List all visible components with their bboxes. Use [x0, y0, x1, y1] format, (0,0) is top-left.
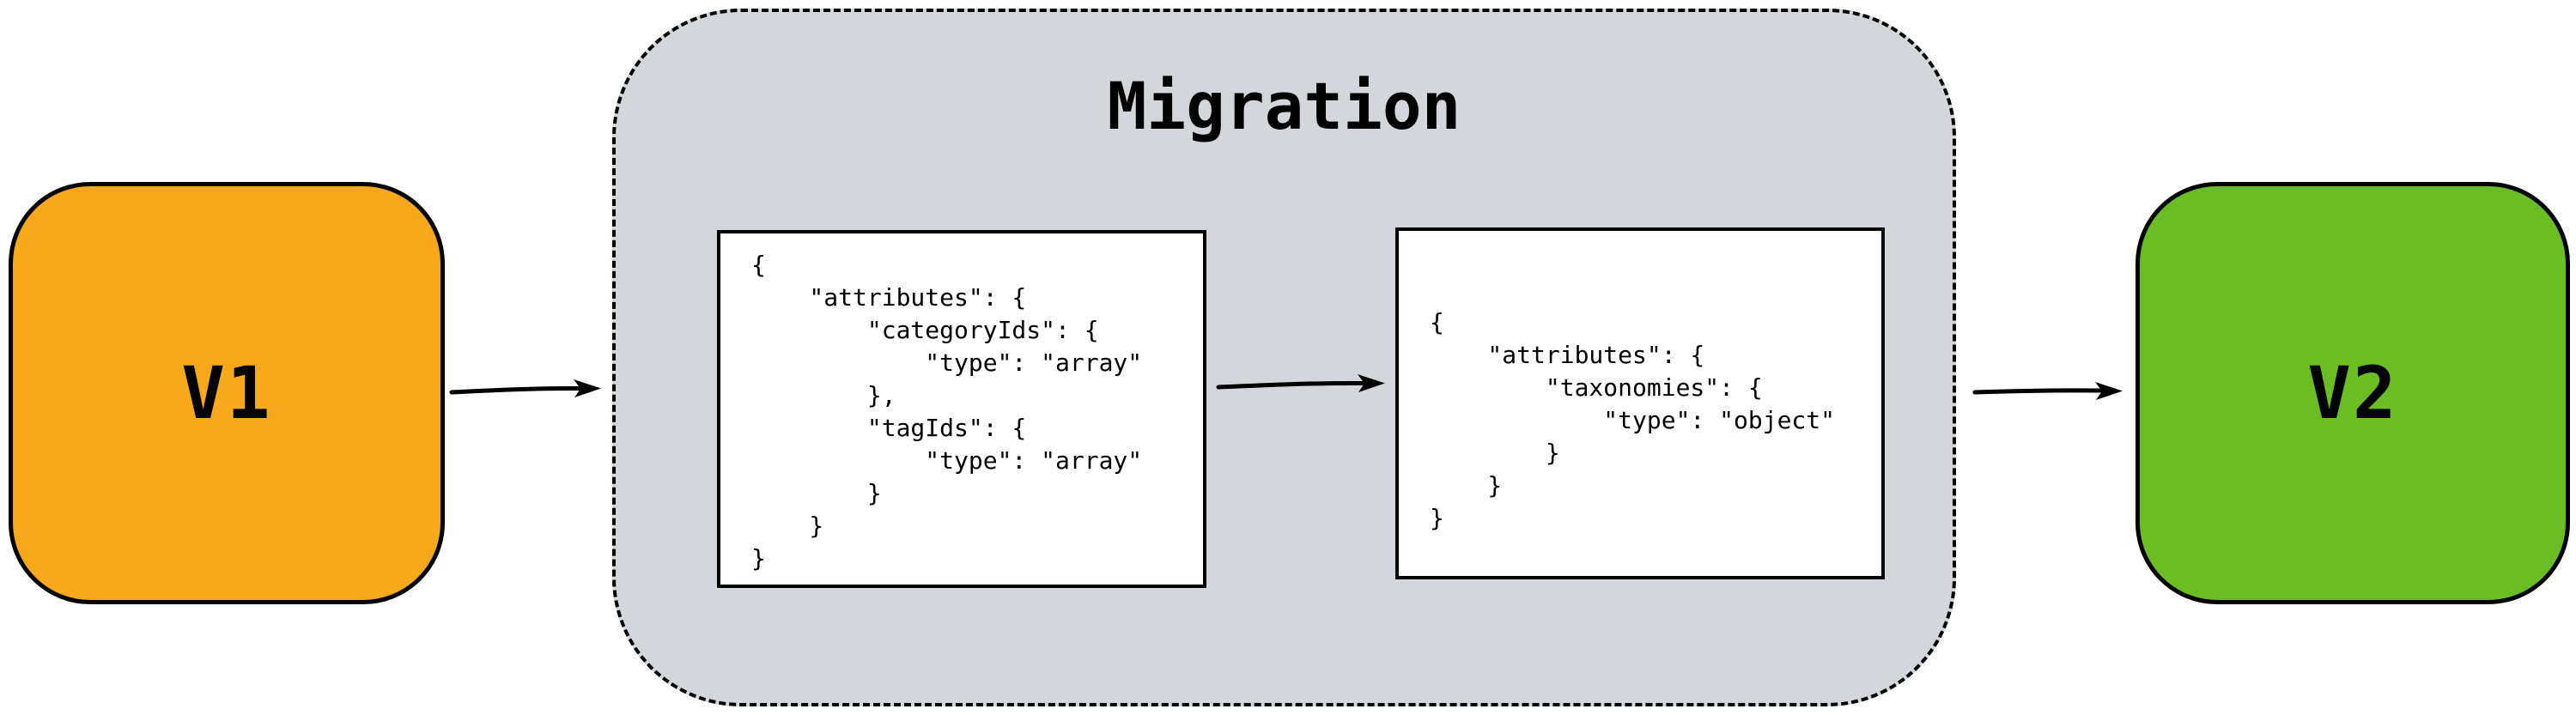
- schema-v2-code-box: { "attributes": { "taxonomies": { "type"…: [1395, 227, 1885, 579]
- migration-title: Migration: [1107, 68, 1461, 144]
- arrow-head-icon: [574, 379, 601, 397]
- arrow-line: [449, 385, 581, 395]
- arrow-line: [1216, 380, 1365, 390]
- schema-v1-code-box: { "attributes": { "categoryIds": { "type…: [717, 230, 1206, 588]
- arrow-migration-to-v2: [1972, 382, 2123, 400]
- migration-container: Migration { "attributes": { "categoryIds…: [612, 9, 1956, 706]
- arrow-v1-to-migration: [449, 379, 601, 397]
- v2-node: V2: [2136, 182, 2570, 604]
- arrow-head-icon: [2095, 382, 2123, 400]
- arrow-schema-v1-to-schema-v2: [1216, 374, 1385, 392]
- v1-label: V1: [181, 351, 272, 435]
- arrow-line: [1972, 388, 2103, 395]
- v1-node: V1: [9, 182, 445, 604]
- v2-label: V2: [2307, 351, 2398, 435]
- arrow-head-icon: [1358, 374, 1385, 392]
